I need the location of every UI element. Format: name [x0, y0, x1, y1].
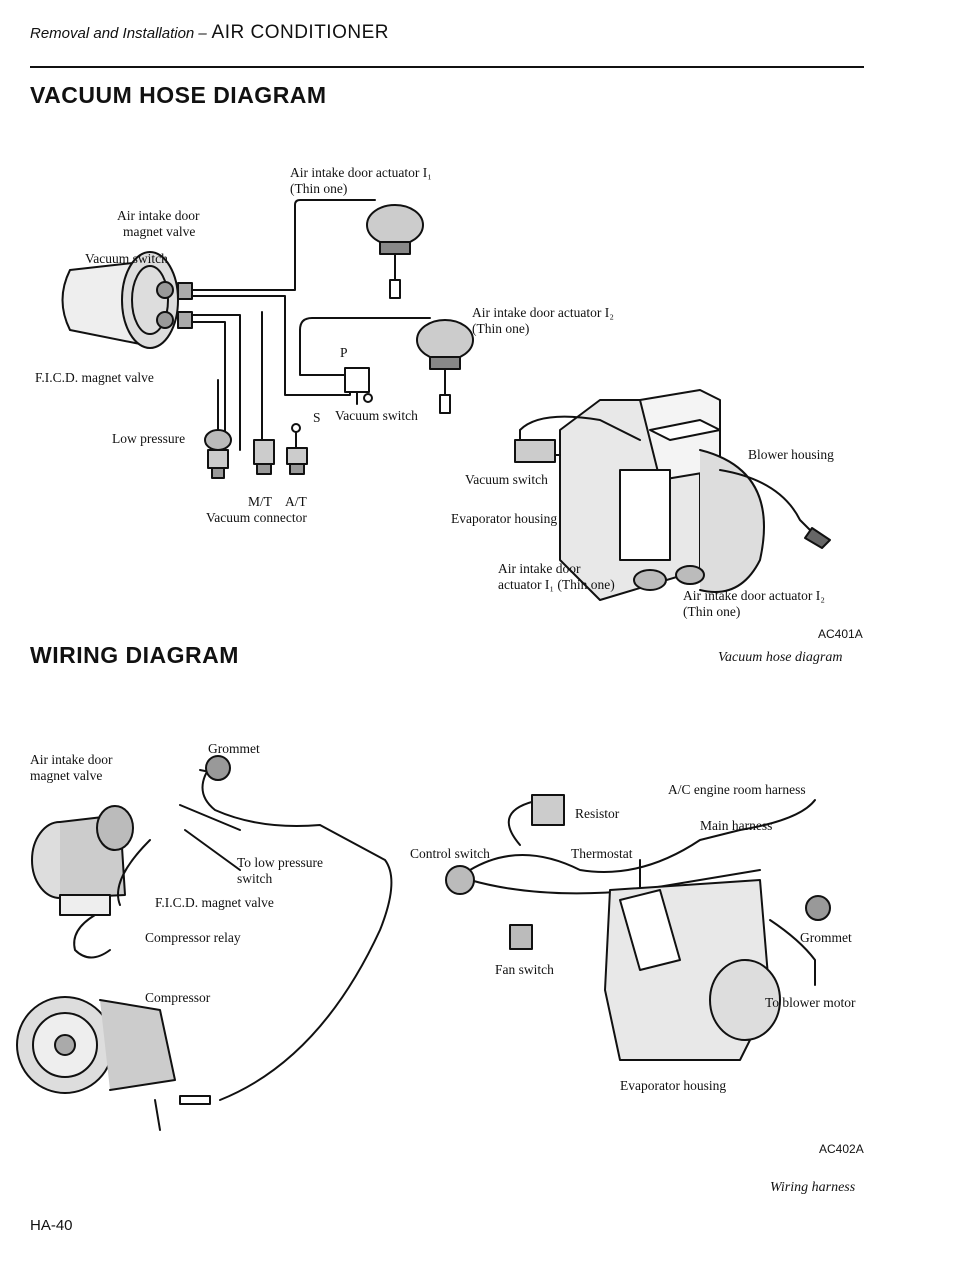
actuator-i2-top: [416, 319, 474, 414]
page-header: Removal and Installation – AIR CONDITION…: [30, 22, 389, 44]
label-wiring-evap-housing: Evaporator housing: [620, 1078, 727, 1093]
label-actuator-i1-bottom-1: Air intake door: [498, 561, 581, 576]
label-resistor: Resistor: [575, 806, 620, 821]
mt-connector: [253, 439, 275, 475]
label-fcd-magnet: F.I.C.D. magnet valve: [35, 370, 154, 385]
label-main-harness: Main harness: [700, 818, 773, 833]
label-actuator-i1-top: Air intake door actuator I₁: [290, 165, 432, 180]
vacuum-figure-caption: Vacuum hose diagram: [718, 650, 843, 665]
label-actuator-i2-bottom-1: Air intake door actuator I₂: [683, 588, 825, 603]
label-blower-housing: Blower housing: [748, 447, 834, 462]
label-vacuum-switch-mid: Vacuum switch: [335, 408, 418, 423]
label-vacuum-switch-left: Vacuum switch: [85, 251, 168, 266]
label-wiring-intake-magnet-1: Air intake door: [30, 752, 113, 767]
label-wiring-fcd-magnet: F.I.C.D. magnet valve: [155, 895, 274, 910]
label-vacuum-switch-right: Vacuum switch: [465, 472, 548, 487]
label-vacuum-connector: Vacuum connector: [206, 510, 307, 525]
label-compressor: Compressor: [145, 990, 211, 1005]
label-evap-housing: Evaporator housing: [451, 511, 558, 526]
fan-switch-part: [509, 924, 533, 950]
label-grommet-right: Grommet: [800, 930, 852, 945]
evaporator-housing-wiring: [604, 879, 781, 1061]
wiring-diagram-title: WIRING DIAGRAM: [30, 642, 239, 668]
label-low-pressure-2: switch: [237, 871, 273, 886]
label-actuator-i2-right: Air intake door actuator I₂: [472, 305, 614, 320]
compressor: [16, 996, 211, 1131]
label-s: S: [313, 410, 321, 425]
label-actuator-i2-bottom-2: (Thin one): [683, 604, 741, 619]
label-low-pressure-1: To low pressure: [237, 855, 324, 870]
label-actuator-i1-bottom-2: actuator I₁ (Thin one): [498, 577, 615, 592]
label-fan-switch: Fan switch: [495, 962, 554, 977]
label-mt: M/T: [248, 494, 273, 509]
label-low-pressure: Low pressure: [112, 431, 186, 446]
label-thin-one-2: (Thin one): [472, 321, 530, 336]
header-rule: [30, 66, 864, 68]
vacuum-switch-canister: [61, 251, 193, 349]
vacuum-hoses: [191, 199, 431, 451]
label-p: P: [340, 345, 348, 360]
label-at: A/T: [285, 494, 307, 509]
low-pressure-connector: [204, 429, 232, 479]
label-thin-one-1: (Thin one): [290, 181, 348, 196]
control-switch-part: [445, 865, 475, 895]
label-control-switch: Control switch: [410, 846, 490, 861]
resistor-part: [531, 794, 565, 826]
evaporator-blower-assembly: [514, 389, 831, 601]
at-connector: [286, 423, 308, 475]
wiring-figure-caption: Wiring harness: [770, 1180, 856, 1195]
page-number: HA-40: [30, 1217, 73, 1234]
label-grommet-top: Grommet: [208, 741, 260, 756]
vacuum-hose-title: VACUUM HOSE DIAGRAM: [30, 82, 327, 108]
label-intake-magnet-1: Air intake door: [117, 208, 200, 223]
vacuum-switch-ps: [344, 367, 373, 405]
label-intake-magnet-2: magnet valve: [123, 224, 196, 239]
vacuum-figure-code: AC401A: [818, 627, 863, 641]
label-thermostat: Thermostat: [571, 846, 633, 861]
label-wiring-intake-magnet-2: magnet valve: [30, 768, 103, 783]
section-prefix: Removal and Installation –: [30, 25, 207, 42]
actuator-i1-top: [366, 204, 424, 299]
grommet-top: [205, 755, 231, 781]
label-blower-motor: To blower motor: [765, 995, 856, 1010]
fcd-magnet-assembly: [31, 805, 134, 916]
label-ac-harness: A/C engine room harness: [668, 782, 806, 797]
wiring-figure-code: AC402A: [819, 1142, 864, 1156]
section-title: AIR CONDITIONER: [211, 22, 389, 43]
grommet-right: [805, 895, 831, 921]
label-compressor-relay: Compressor relay: [145, 930, 241, 945]
